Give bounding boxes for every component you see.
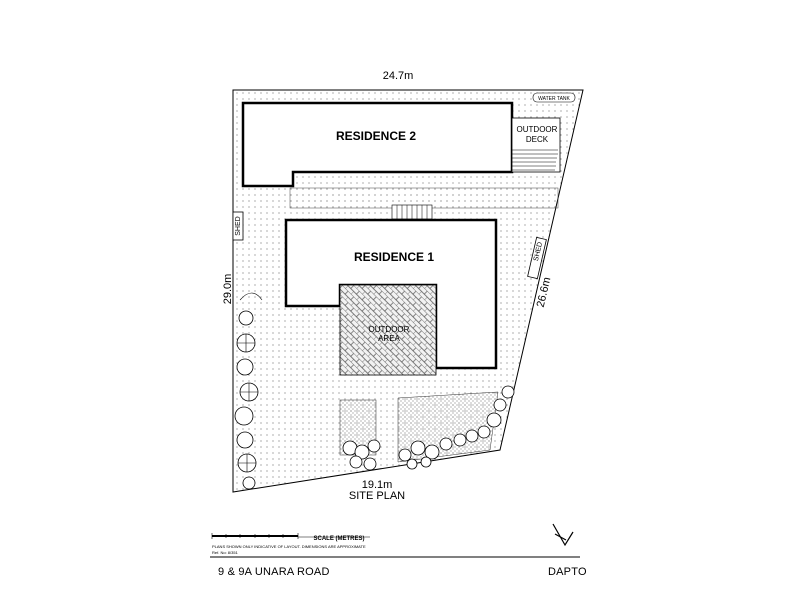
residence-1-label: RESIDENCE 1 [354,250,434,264]
garden-shrubs-right [342,385,515,471]
outdoor-area-label-1: OUTDOOR [369,325,410,334]
residence-2-label: RESIDENCE 2 [336,129,416,143]
gate [239,292,263,301]
outdoor-deck-label-2: DECK [526,135,549,144]
dimension-top: 24.7m [383,70,414,82]
scale-ref: Ref. No: 8/351 [212,550,239,555]
footer-suburb: DAPTO [548,566,587,578]
dimension-left: 29.0m [222,274,234,305]
water-tank-label: WATER TANK [538,96,570,102]
shed-right [527,236,547,280]
outdoor-area-label-2: AREA [378,334,400,343]
water-tank [532,92,576,103]
outdoor-deck [511,117,561,173]
scale-disclaimer: PLANS SHOWN ONLY INDICATIVE OF LAYOUT. D… [212,544,366,549]
dimension-bottom: 19.1m [362,479,393,491]
outdoor-deck-label-1: OUTDOOR [517,125,558,134]
footer-address: 9 & 9A UNARA ROAD [218,566,330,578]
residence-2-outline [241,101,514,188]
shed-right-label: SHED [533,241,544,262]
shed-left-label: SHED [235,216,242,235]
scale-label: SCALE (METRES) [314,536,365,542]
scale-bar [211,533,370,539]
compass-icon [552,523,574,547]
shed-left [232,211,244,241]
outdoor-area [339,284,437,376]
plan-title: SITE PLAN [349,490,405,502]
